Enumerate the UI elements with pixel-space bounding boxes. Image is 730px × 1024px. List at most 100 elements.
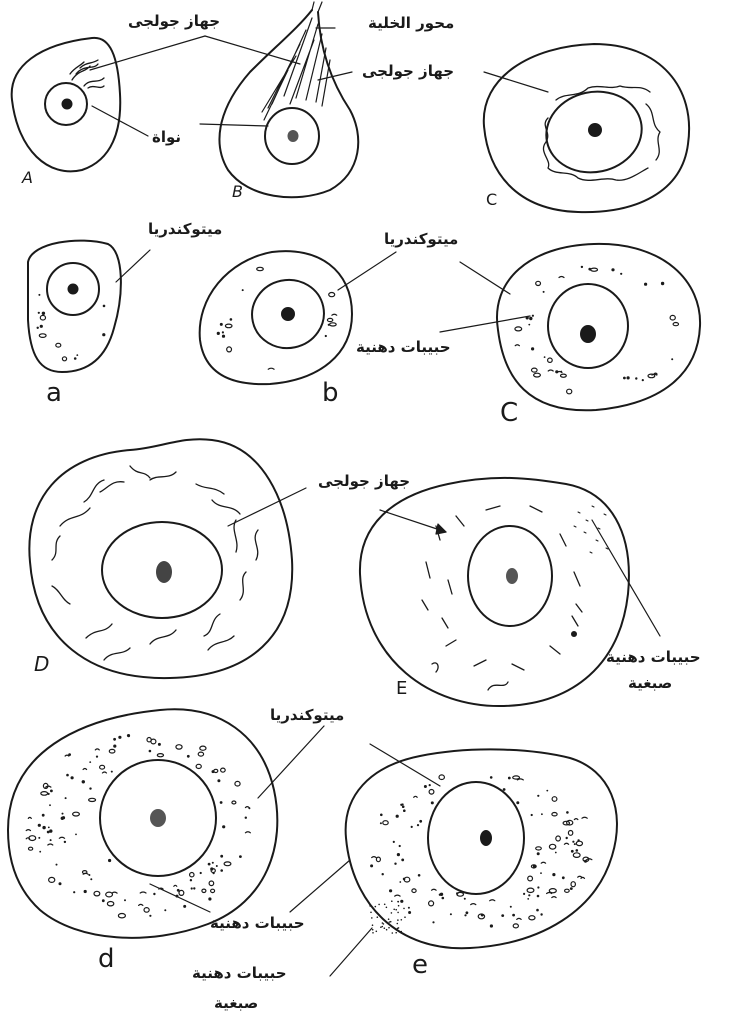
granule-dot bbox=[76, 354, 78, 356]
fat-droplet bbox=[591, 268, 598, 271]
granule-dot bbox=[503, 788, 506, 791]
cell-a-nucleolus bbox=[69, 285, 78, 294]
cell-C-upper-nucleolus bbox=[589, 124, 601, 136]
yolk-dot bbox=[393, 909, 395, 911]
panel-letter-d: d bbox=[98, 946, 115, 972]
granule-dot bbox=[555, 852, 557, 854]
granule-dot bbox=[49, 804, 51, 806]
granule-dot bbox=[124, 899, 126, 901]
cell-C-lower bbox=[497, 244, 700, 410]
granule-dot bbox=[442, 897, 445, 900]
cell-E-membrane bbox=[360, 478, 629, 706]
yolk-dot bbox=[391, 900, 393, 902]
granule-dot bbox=[417, 824, 419, 826]
granule-dot bbox=[216, 865, 218, 867]
granule-dot bbox=[528, 894, 530, 896]
yolk-dot bbox=[404, 916, 406, 918]
fat-droplet bbox=[211, 889, 215, 892]
cell-a-membrane bbox=[28, 241, 121, 372]
granule-dot bbox=[190, 879, 192, 881]
granule-dot bbox=[532, 315, 534, 317]
granule-dot bbox=[75, 834, 77, 836]
label-fat-d: حبيبات دهنية bbox=[210, 916, 305, 931]
leader-mito-C bbox=[460, 262, 510, 294]
granule-dot bbox=[208, 863, 211, 866]
leader-mito-a bbox=[116, 250, 150, 282]
granule-dot bbox=[62, 816, 65, 819]
yolk-dot bbox=[398, 905, 400, 907]
granule-dot bbox=[464, 914, 466, 916]
leader-golgi-top-B bbox=[205, 36, 300, 64]
yolk-dot bbox=[397, 919, 399, 921]
granule-dot bbox=[113, 738, 116, 741]
granule-dot bbox=[380, 822, 382, 824]
granule-dot bbox=[671, 358, 673, 360]
fat-droplet bbox=[568, 831, 572, 836]
yolk-dot bbox=[397, 912, 399, 914]
fat-droplet bbox=[383, 821, 388, 825]
cell-E-granule bbox=[571, 631, 577, 637]
leader-mito-d bbox=[258, 726, 324, 798]
granule-dot bbox=[456, 892, 458, 894]
granules bbox=[26, 266, 678, 934]
yolk-dot bbox=[371, 917, 373, 919]
fat-droplet bbox=[327, 318, 332, 321]
granule-dot bbox=[111, 771, 113, 773]
mitochondrion bbox=[564, 843, 568, 844]
granule-dot bbox=[429, 784, 431, 786]
mitochondrion bbox=[515, 345, 519, 346]
granule-dot bbox=[464, 898, 466, 900]
panel-letter-B: B bbox=[232, 184, 243, 200]
granule-dot bbox=[164, 909, 166, 911]
panel-letter-a: a bbox=[46, 380, 62, 406]
fat-droplet bbox=[202, 889, 206, 892]
granule-dot bbox=[481, 914, 484, 917]
fat-droplet bbox=[225, 324, 232, 328]
mitochondrion bbox=[65, 755, 69, 756]
leader-yolk-E bbox=[592, 520, 660, 636]
granule-dot bbox=[402, 805, 405, 808]
granule-dot bbox=[537, 895, 540, 898]
granule-dot bbox=[528, 324, 530, 326]
fat-droplet bbox=[144, 908, 149, 913]
granule-dot bbox=[431, 801, 434, 804]
panel-letter-e: e bbox=[412, 952, 428, 978]
granule-dot bbox=[222, 825, 225, 828]
fat-droplet bbox=[73, 812, 80, 816]
granule-dot bbox=[56, 864, 58, 866]
granule-dot bbox=[401, 859, 404, 862]
granule-dot bbox=[541, 813, 543, 815]
fat-droplet bbox=[224, 862, 231, 866]
label-yolk-E-2: صبغية bbox=[628, 676, 672, 691]
fat-droplet bbox=[556, 836, 561, 841]
granule-dot bbox=[38, 824, 41, 827]
granule-dot bbox=[635, 377, 637, 379]
yolk-dot bbox=[377, 916, 379, 918]
yolk-dot bbox=[369, 905, 371, 907]
granule-dot bbox=[220, 801, 223, 804]
panel-letter-A: A bbox=[22, 170, 33, 186]
leader-golgi-E-arrow bbox=[436, 524, 446, 534]
granule-dot bbox=[193, 887, 195, 889]
fat-droplet bbox=[83, 871, 87, 874]
granule-dot bbox=[230, 318, 233, 321]
yolk-dot bbox=[375, 906, 377, 908]
fat-droplet bbox=[429, 790, 434, 795]
granule-dot bbox=[627, 376, 630, 379]
fat-droplet bbox=[100, 765, 105, 769]
yolk-dot bbox=[382, 922, 384, 924]
granule-dot bbox=[408, 907, 410, 909]
granule-dot bbox=[96, 756, 98, 758]
fat-droplet bbox=[548, 358, 553, 362]
fat-droplet bbox=[209, 881, 214, 886]
yolk-dot bbox=[370, 912, 372, 914]
granule-dot bbox=[450, 913, 452, 915]
panel-letter-b: b bbox=[322, 380, 339, 406]
granule-dot bbox=[220, 869, 223, 872]
yolk-dot bbox=[391, 912, 393, 914]
granule-dot bbox=[73, 891, 75, 893]
cell-C-upper bbox=[484, 44, 689, 212]
granule-dot bbox=[200, 872, 202, 874]
granule-dot bbox=[127, 734, 130, 737]
granule-dot bbox=[208, 897, 211, 900]
